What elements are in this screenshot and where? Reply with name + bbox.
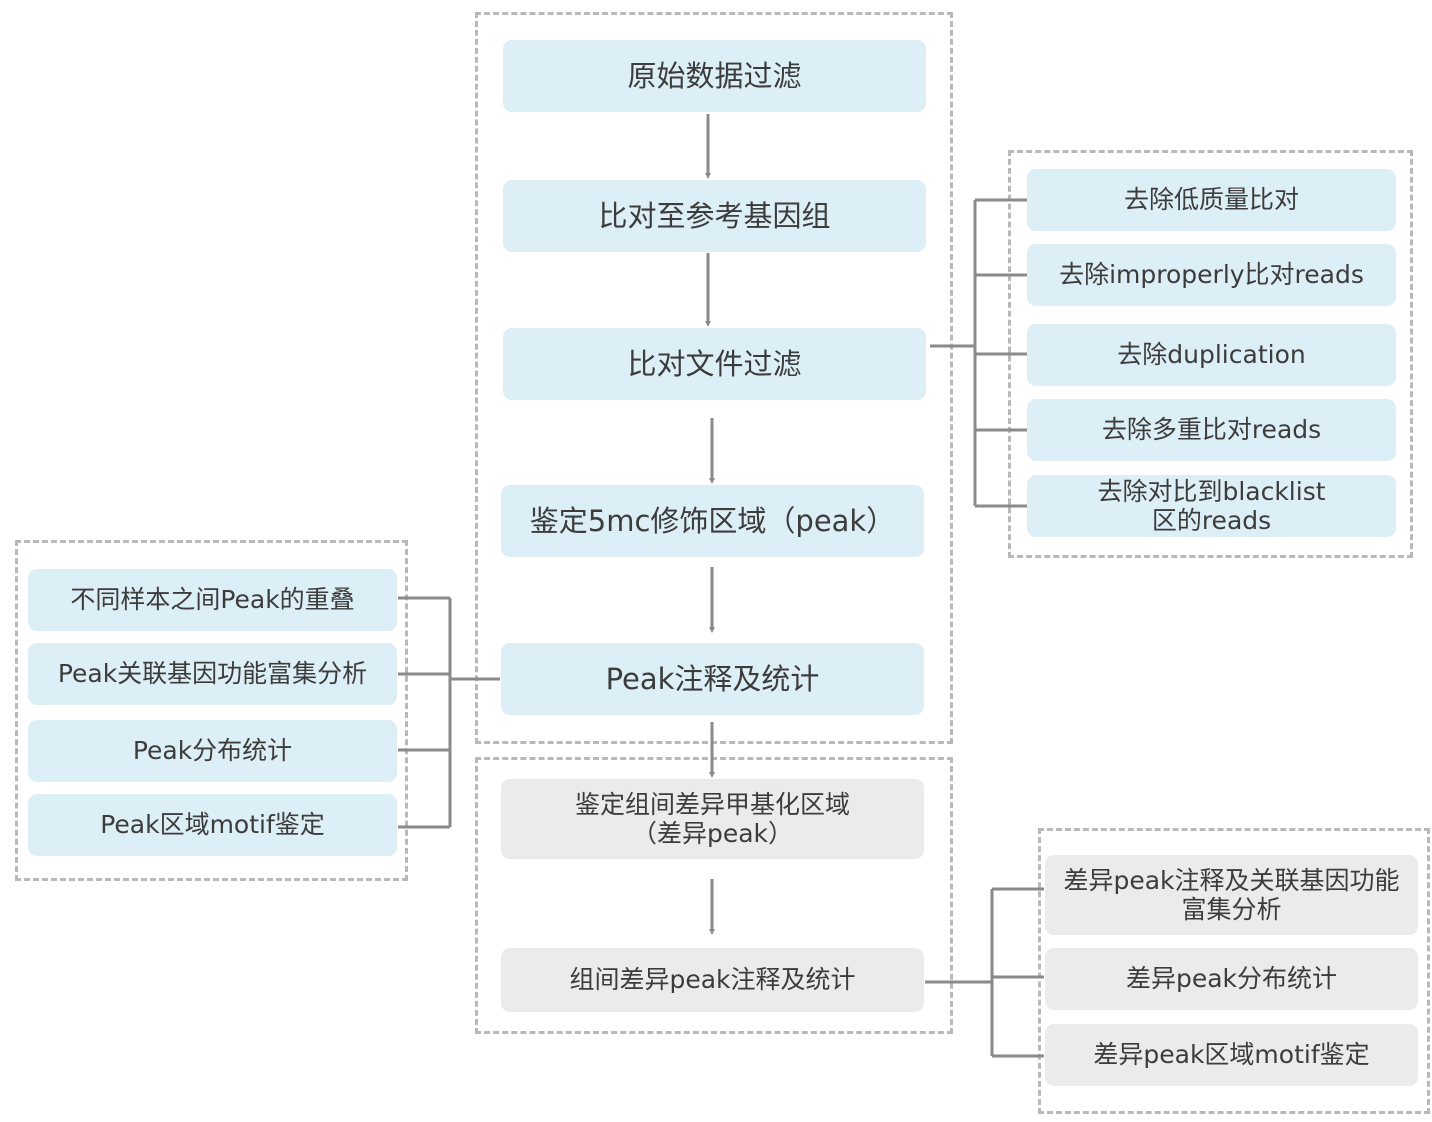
peak-analysis-group [15,540,408,881]
step-identify-5mc-peak: 鉴定5mc修饰区域（peak） [501,485,924,557]
step-identify-diff-methylation-line2: （差异peak） [631,819,794,848]
step-peak-annotation: Peak注释及统计 [501,643,924,715]
filter-blacklist-line2: 区的reads [1151,506,1272,535]
step-alignment-file-filtering: 比对文件过滤 [503,328,926,400]
peak-distribution-stats: Peak分布统计 [28,720,397,782]
step-identify-diff-methylation: 鉴定组间差异甲基化区域 （差异peak） [501,779,924,859]
filter-blacklist: 去除对比到blacklist 区的reads [1027,475,1396,537]
diff-analysis-group [1038,828,1430,1114]
peak-overlap-between-samples: 不同样本之间Peak的重叠 [28,569,397,631]
diff-peak-motif-label: 差异peak区域motif鉴定 [1093,1040,1370,1070]
step-identify-5mc-peak-label: 鉴定5mc修饰区域（peak） [529,503,896,538]
diff-peak-distribution: 差异peak分布统计 [1045,948,1418,1010]
filter-low-quality-label: 去除低质量比对 [1123,185,1299,215]
bracket-filter-details [930,198,1027,508]
filter-duplication: 去除duplication [1027,324,1396,386]
filter-blacklist-line1: 去除对比到blacklist [1097,476,1326,506]
filter-duplication-label: 去除duplication [1117,340,1306,370]
step-alignment-file-filtering-label: 比对文件过滤 [627,346,802,381]
diff-flow-group [475,757,953,1034]
step-align-to-reference-label: 比对至参考基因组 [598,198,831,233]
bracket-diff-analysis [925,887,1044,1058]
peak-gene-enrichment-label: Peak关联基因功能富集分析 [57,659,368,689]
filter-improperly-paired: 去除improperly比对reads [1027,244,1396,306]
diff-peak-distribution-label: 差异peak分布统计 [1125,964,1338,994]
filter-improperly-paired-label: 去除improperly比对reads [1059,260,1364,290]
step-raw-data-filtering: 原始数据过滤 [503,40,926,112]
step-align-to-reference: 比对至参考基因组 [503,180,926,252]
diff-peak-annotation-enrichment-line1: 差异peak注释及关联基因功能 [1063,865,1400,895]
peak-overlap-between-samples-label: 不同样本之间Peak的重叠 [70,585,355,615]
step-raw-data-filtering-label: 原始数据过滤 [627,58,802,93]
bracket-peak-analysis [398,596,500,829]
filter-low-quality: 去除低质量比对 [1027,169,1396,231]
peak-distribution-stats-label: Peak分布统计 [132,736,293,766]
step-identify-diff-methylation-line1: 鉴定组间差异甲基化区域 [574,789,850,819]
step-diff-peak-annotation-label: 组间差异peak注释及统计 [569,965,856,995]
filter-multi-mapped: 去除多重比对reads [1027,399,1396,461]
peak-motif-identification-label: Peak区域motif鉴定 [100,810,325,840]
peak-motif-identification: Peak区域motif鉴定 [28,794,397,856]
diff-peak-annotation-enrichment: 差异peak注释及关联基因功能 富集分析 [1045,855,1418,935]
step-diff-peak-annotation: 组间差异peak注释及统计 [501,948,924,1012]
step-peak-annotation-label: Peak注释及统计 [605,661,820,696]
main-flow-group [475,12,953,744]
diff-peak-annotation-enrichment-line2: 富集分析 [1181,895,1282,924]
peak-gene-enrichment: Peak关联基因功能富集分析 [28,643,397,705]
filter-multi-mapped-label: 去除多重比对reads [1101,415,1322,445]
diff-peak-motif: 差异peak区域motif鉴定 [1045,1024,1418,1086]
